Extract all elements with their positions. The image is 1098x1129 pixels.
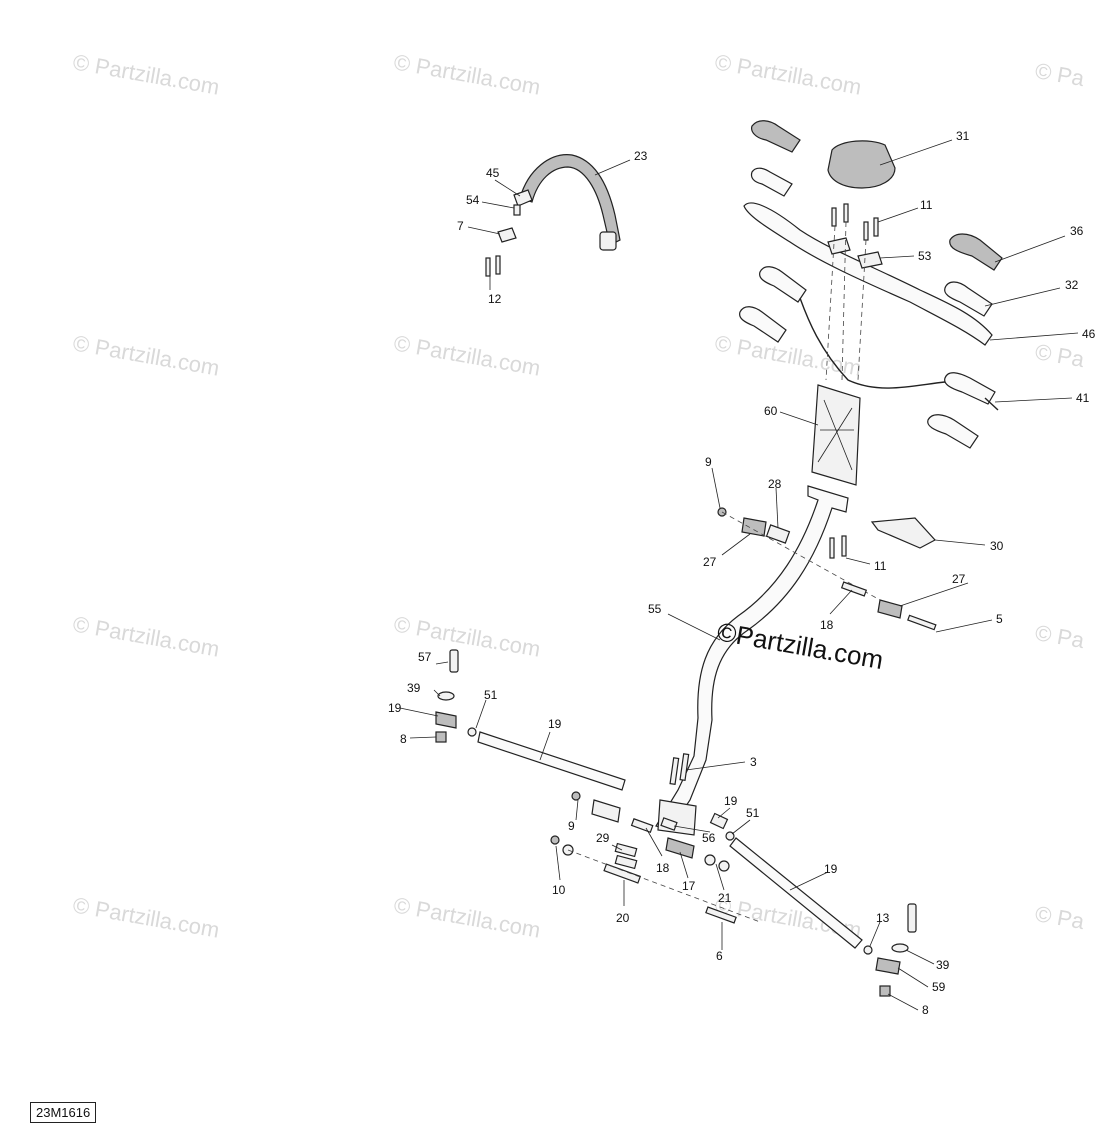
part-9-nut-lower	[571, 791, 581, 801]
callout-55: 55	[648, 602, 662, 616]
part-29-spacers	[614, 842, 638, 870]
callout-60: 60	[764, 404, 778, 418]
part-54-pin	[513, 204, 521, 216]
callout-7: 7	[457, 219, 464, 233]
callout-17: 17	[682, 879, 696, 893]
leader-lines	[399, 139, 1079, 1011]
diagram-code-label: 23M1616	[30, 1102, 97, 1123]
callout-5: 5	[996, 612, 1003, 626]
callout-57: 57	[418, 650, 432, 664]
callout-9-top: 9	[705, 455, 712, 469]
part-39-washer-left	[437, 691, 455, 701]
part-59-tie-rod-end	[875, 957, 901, 975]
callout-9-lower: 9	[568, 819, 575, 833]
part-31-pad	[827, 140, 896, 189]
callout-31: 31	[956, 129, 970, 143]
part-grip-heated-left	[739, 266, 807, 343]
callout-39-left: 39	[407, 681, 421, 695]
callout-41: 41	[1076, 391, 1090, 405]
callout-32: 32	[1065, 278, 1079, 292]
callout-51-right: 51	[746, 806, 760, 820]
callout-45: 45	[486, 166, 500, 180]
callout-13: 13	[876, 911, 890, 925]
callout-27-left: 27	[703, 555, 717, 569]
part-53-clamps	[827, 237, 883, 269]
callout-18-lower: 18	[656, 861, 670, 875]
callout-53: 53	[918, 249, 932, 263]
part-28-spacer	[765, 524, 791, 544]
callout-21: 21	[718, 891, 732, 905]
part-20-rod	[603, 863, 642, 884]
callout-10: 10	[552, 883, 566, 897]
part-46-handlebar	[743, 202, 993, 346]
callout-19-left-rod: 19	[548, 717, 562, 731]
part-6-bolt	[705, 906, 737, 924]
part-19-tie-rod-end-left	[435, 711, 457, 729]
callout-11-upper: 11	[920, 198, 933, 212]
part-36-grip	[949, 233, 1003, 271]
part-7-clamp	[497, 227, 517, 243]
callout-19-right-rod: 19	[824, 862, 838, 876]
part-grip-top-left	[751, 120, 801, 153]
part-32-tube	[944, 281, 993, 317]
callout-6: 6	[716, 949, 723, 963]
callout-12: 12	[488, 292, 502, 306]
part-bolt-right	[907, 903, 917, 933]
part-51-nut-left	[467, 727, 477, 737]
callout-46: 46	[1082, 327, 1096, 341]
part-27-tie-rod-end-right	[877, 599, 903, 619]
callout-36: 36	[1070, 224, 1084, 238]
part-11-screws-lower	[829, 535, 847, 559]
part-19-tie-rod-left	[477, 731, 626, 791]
callout-27-right: 27	[952, 572, 966, 586]
callout-59: 59	[932, 980, 946, 994]
part-11-screws-upper	[831, 203, 879, 241]
part-19-tie-rod-right	[729, 837, 863, 949]
callout-56: 56	[702, 831, 716, 845]
part-13-nut	[863, 945, 873, 955]
callout-19-left-end: 19	[388, 701, 402, 715]
part-10-nut	[550, 835, 574, 856]
part-45-clamp	[513, 189, 533, 207]
part-60-riser-pad	[811, 384, 861, 486]
callout-8-left: 8	[400, 732, 407, 746]
callout-28: 28	[768, 477, 782, 491]
callout-39-right: 39	[936, 958, 950, 972]
part-12-screws	[485, 255, 501, 277]
callout-11-lower: 11	[874, 559, 887, 573]
part-3-bolts	[669, 753, 690, 785]
part-57-bolt	[449, 649, 459, 673]
part-grip-right-lower	[927, 414, 979, 449]
center-brand-watermark: ©Partzilla.com	[715, 616, 886, 675]
part-17-tie-rod-end	[665, 837, 695, 859]
part-30-bracket	[870, 517, 936, 549]
part-23-handle-arch	[519, 154, 621, 251]
callout-23: 23	[634, 149, 648, 163]
callout-3: 3	[750, 755, 757, 769]
part-39-washer-right	[891, 943, 909, 953]
callout-8-right: 8	[922, 1003, 929, 1017]
part-linkage-arm-left	[591, 799, 621, 823]
part-18-ball-joint-upper	[840, 581, 868, 597]
callout-30: 30	[990, 539, 1004, 553]
part-8-nut-right	[879, 985, 891, 997]
part-8-nut-left	[435, 731, 447, 743]
callout-29: 29	[596, 831, 610, 845]
part-19-tie-rod-end-upper-right	[709, 812, 729, 830]
part-27-tie-rod-end-left	[741, 517, 767, 537]
part-18-ball-joint-lower	[630, 818, 654, 834]
part-41-heated-grip	[799, 297, 999, 411]
callout-20: 20	[616, 911, 630, 925]
callout-51-left: 51	[484, 688, 498, 702]
callout-18-upper: 18	[820, 618, 834, 632]
callout-54: 54	[466, 193, 480, 207]
callout-19-right-end: 19	[724, 794, 738, 808]
part-5-bolt	[907, 614, 937, 631]
part-grip-mid-left	[750, 167, 793, 197]
part-21-link	[704, 854, 730, 872]
